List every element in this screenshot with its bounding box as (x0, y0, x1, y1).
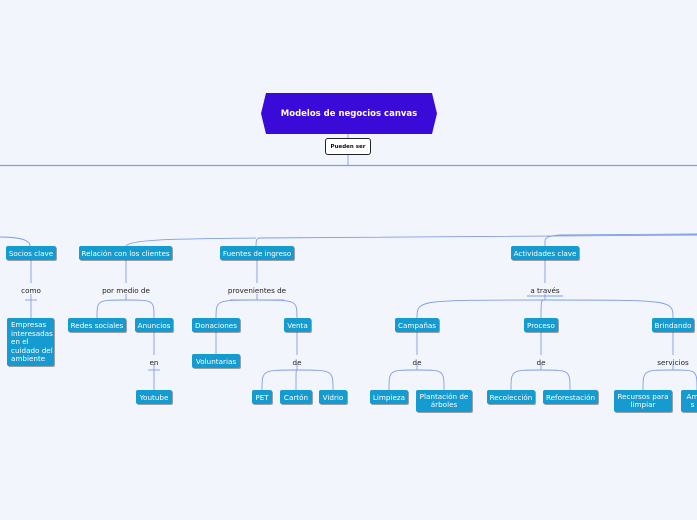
arc-to-relacion (125, 237, 257, 247)
node-campanas[interactable]: Campañas (395, 318, 439, 332)
node-pet[interactable]: PET (252, 390, 272, 404)
arc-to-fuentes (255, 234, 697, 247)
node-donaciones[interactable]: Donaciones (192, 318, 240, 332)
node-am-partial[interactable]: Am s (681, 390, 697, 412)
label-por-medio-de: por medio de (102, 286, 150, 295)
brindando-children-to-1 (672, 369, 697, 391)
actividades-children-to-1 (540, 299, 546, 319)
node-reforestacion[interactable]: Reforestación (543, 390, 598, 404)
fuentes-children-to-1 (256, 299, 298, 319)
node-voluntarias[interactable]: Voluntarias (192, 354, 240, 368)
node-venta[interactable]: Venta (284, 318, 311, 332)
node-proceso[interactable]: Proceso (524, 318, 558, 332)
node-fuentes-ingreso[interactable]: Fuentes de ingreso (220, 246, 294, 260)
node-plantacion-arboles[interactable]: Plantación de árboles (416, 390, 472, 412)
relacion-children-to-0 (96, 299, 127, 319)
venta-children-to-2 (296, 369, 334, 391)
central-topic[interactable]: Modelos de negocios canvas (261, 93, 437, 134)
relacion-children-to-1 (125, 299, 155, 319)
arc-to-actividades (544, 233, 697, 246)
node-empresas[interactable]: Empresas interesadas en el cuidado del a… (7, 318, 54, 366)
label-servicios: servicios (657, 358, 689, 367)
label-de-proceso: de (536, 358, 546, 367)
node-recursos-limpiar[interactable]: Recursos para limpiar (614, 390, 672, 412)
fuentes-children-to-0 (215, 299, 258, 319)
node-relacion-clientes[interactable]: Relación con los clientes (79, 246, 172, 260)
campanas-children-to-1 (416, 369, 445, 391)
label-de-venta: de (292, 358, 302, 367)
node-youtube[interactable]: Youtube (136, 390, 172, 404)
label-como: como (21, 286, 41, 295)
node-brindando[interactable]: Brindando (652, 318, 694, 332)
node-anuncios[interactable]: Anuncios (135, 318, 173, 332)
pueden-ser-node[interactable]: Pueden ser (325, 138, 371, 155)
node-vidrio[interactable]: Vidrio (319, 390, 347, 404)
actividades-children-to-2 (544, 299, 674, 319)
campanas-children-to-0 (388, 369, 418, 391)
label-en: en (149, 358, 159, 367)
node-carton[interactable]: Cartón (280, 390, 312, 404)
venta-children-to-0 (261, 369, 298, 391)
node-recoleccion[interactable]: Recolección (487, 390, 535, 404)
node-limpieza[interactable]: Limpieza (370, 390, 408, 404)
venta-children-to-1 (295, 369, 298, 391)
proceso-children-to-1 (540, 369, 571, 391)
proceso-children-to-0 (510, 369, 542, 391)
label-de-campanas: de (412, 358, 422, 367)
label-provenientes-de: provenientes de (227, 286, 287, 295)
label-a-traves: a través (530, 286, 560, 295)
node-actividades-clave[interactable]: Actividades clave (511, 246, 579, 260)
node-redes-sociales[interactable]: Redes sociales (68, 318, 126, 332)
brindando-children-to-0 (642, 369, 674, 391)
actividades-children-to-0 (416, 299, 546, 319)
arc-to-socios (0, 236, 31, 247)
node-socios-clave[interactable]: Socios clave (6, 246, 56, 260)
